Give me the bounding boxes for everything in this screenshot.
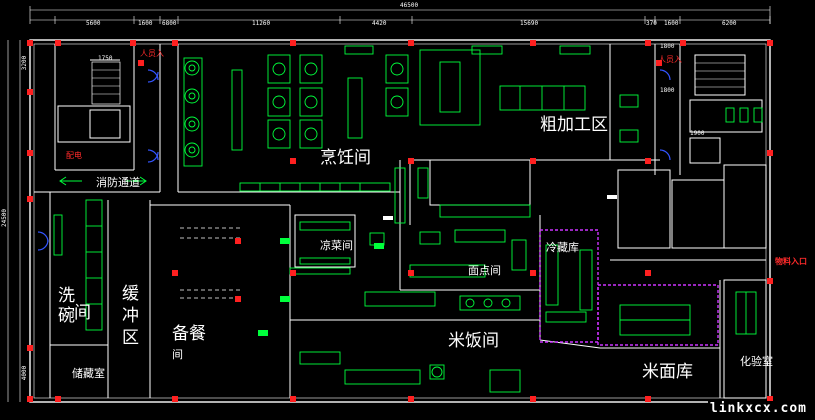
room-cold-storage: 冷藏库 (546, 241, 579, 254)
dim-1: 5600 (86, 20, 101, 27)
left-total-dim: 24500 (1, 208, 9, 228)
watermark: linkxcx.com (707, 401, 809, 416)
staff-entrance-left: 人员入 (140, 49, 164, 58)
room-serving-2: 间 (172, 348, 183, 361)
stair-left-dim: 1750 (98, 55, 113, 62)
room-serving-1: 备餐 (172, 324, 206, 344)
goods-entrance: 物料入口 (775, 257, 807, 266)
fire-passage-label: 消防通道 (96, 176, 140, 189)
dim-7: 370 (646, 20, 657, 27)
stair-right-dim-b: 1800 (660, 87, 675, 94)
dim-2: 1600 (138, 20, 153, 27)
room-storage: 储藏室 (72, 367, 105, 380)
room-buffer-3: 区 (122, 328, 139, 348)
room-dishwashing-1: 洗 (58, 286, 75, 306)
dim-6: 15690 (520, 20, 539, 27)
room-buffer-2: 冲 (122, 306, 139, 326)
room-rough-processing: 粗加工区 (540, 115, 608, 135)
left-dim-a: 3200 (21, 55, 29, 71)
dim-3: 6800 (162, 20, 177, 27)
total-width-dim: 46500 (400, 2, 419, 9)
room-pastry: 面点间 (468, 264, 501, 277)
room-rice-flour-store: 米面库 (642, 362, 693, 382)
left-dim-b: 4000 (21, 365, 29, 381)
door-width-dim: 1900 (690, 130, 705, 137)
distribution-label: 配电 (66, 151, 82, 160)
stair-right-dim: 1800 (660, 43, 675, 50)
room-dishwashing-2: 碗 (58, 306, 75, 326)
staff-entrance-right: 人员入 (658, 55, 682, 64)
dim-8: 1600 (664, 20, 679, 27)
dim-9: 6200 (722, 20, 737, 27)
dim-5: 4420 (372, 20, 387, 27)
room-rice: 米饭间 (448, 331, 499, 351)
room-cooking: 烹饪间 (320, 148, 371, 168)
room-dishwashing-3: 间 (74, 303, 91, 323)
room-buffer-1: 缓 (122, 284, 139, 304)
dim-4: 11260 (252, 20, 271, 27)
room-cold-dish: 凉菜间 (320, 239, 353, 252)
room-lab: 化验室 (740, 355, 773, 368)
